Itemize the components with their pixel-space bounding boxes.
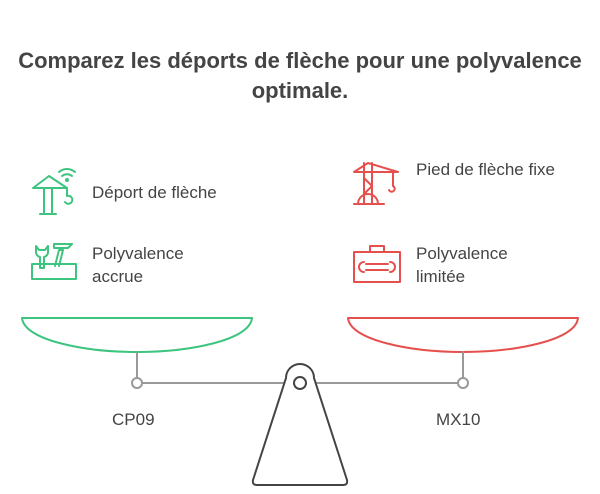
right-pan-name: MX10: [436, 410, 481, 429]
right-item-1-label: Pied de flèche fixe: [416, 160, 555, 179]
right-pan: [347, 317, 579, 353]
toolbox-icon: [31, 243, 77, 280]
title: Comparez les déports de flèche pour une …: [18, 48, 582, 103]
left-item-2-label: Polyvalence accrue: [92, 244, 184, 286]
tower-crane-icon: [353, 162, 399, 205]
left-item-1-label: Déport de flèche: [92, 183, 217, 202]
left-pan-name: CP09: [112, 410, 155, 429]
fulcrum: [251, 363, 349, 486]
left-pan: [21, 317, 253, 353]
wrench-case-icon: [353, 245, 401, 283]
right-item-2-label: Polyvalence limitée: [416, 244, 508, 286]
luffing-crane-icon: [32, 168, 76, 215]
